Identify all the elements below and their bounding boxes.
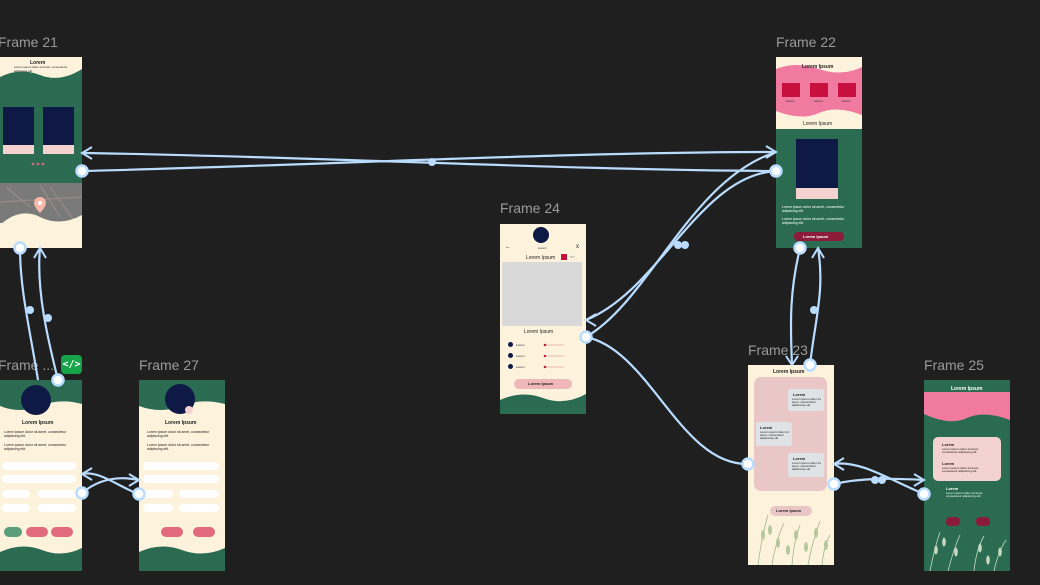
connection-midpoint [871, 476, 879, 484]
arrowhead [80, 146, 93, 160]
connection-midpoint [878, 476, 886, 484]
frame-22-title: Lorem Ipsum [802, 64, 834, 70]
radio-icon [508, 353, 513, 358]
connection-24-23 [585, 335, 749, 466]
frame-label-24[interactable]: Frame 24 [500, 200, 560, 216]
back-arrow-icon[interactable]: ← [505, 244, 511, 250]
connection-24-22-b [585, 169, 777, 322]
bubble-2-title: Lorem [760, 425, 773, 430]
frame-22-button[interactable]: Lorem Ipsum [803, 234, 829, 239]
frame-x-body-2: Lorem ipsum dolor sit amet, consectetur … [4, 443, 67, 451]
frame-25-title: Lorem Ipsum [951, 386, 983, 392]
connection-midpoint [428, 158, 436, 166]
frame-x[interactable]: Lorem Ipsum Lorem ipsum dolor sit amet, … [0, 380, 82, 571]
frame-23-title: Lorem Ipsum [773, 369, 805, 375]
radio-option-1[interactable]: Lorem [508, 342, 525, 347]
frame-24-avatar-caption: Lorem [538, 246, 547, 250]
bubble-3-title: Lorem [793, 456, 806, 461]
arrowhead [832, 457, 845, 471]
frame-label-22[interactable]: Frame 22 [776, 34, 836, 50]
radio-option-3[interactable]: Lorem [508, 364, 525, 369]
arrowhead [913, 473, 926, 487]
radio-icon [508, 364, 513, 369]
frame-22-body-2: Lorem ipsum dolor sit amet, consectetur … [782, 217, 845, 225]
frame-22-background [776, 57, 862, 248]
frame-x-title: Lorem Ipsum [22, 420, 54, 426]
radio-icon [508, 342, 513, 347]
bubble-1-text: Lorem ipsum dolor sit amet, consectetur … [792, 397, 821, 408]
frame-23-background [748, 365, 834, 565]
frame-21-background [0, 57, 82, 248]
frame-27-background [139, 380, 225, 571]
code-icon[interactable]: </> [61, 355, 82, 374]
radio-label: Lorem [516, 342, 525, 347]
frame-24-background [500, 224, 586, 414]
frame-21-body: Lorem ipsum dolor sit amet, consectetur … [14, 65, 68, 73]
connection-21-22-a [81, 150, 777, 173]
share-icon[interactable]: <> [570, 254, 575, 259]
arrowhead [33, 246, 47, 259]
frame-27-title: Lorem Ipsum [165, 420, 197, 426]
radio-option-2[interactable]: Lorem [508, 353, 525, 358]
frame-23-button[interactable]: Lorem Ipsum [776, 508, 802, 513]
connection-midpoint [810, 306, 818, 314]
frame-x-body-1: Lorem ipsum dolor sit amet, consectetur … [4, 430, 67, 438]
frame-24-title: Lorem Ipsum [526, 255, 556, 261]
frame-27-body-1: Lorem ipsum dolor sit amet, consectetur … [147, 430, 210, 438]
close-icon[interactable]: x [576, 244, 579, 250]
frame-22-card-label-1: Lorem [786, 99, 795, 103]
frame-22[interactable]: Lorem Ipsum Lorem Lorem Lorem Lorem Ipsu… [776, 57, 862, 248]
frame-24-subtitle: Lorem Ipsum [524, 329, 554, 335]
frame-22-body-1: Lorem ipsum dolor sit amet, consectetur … [782, 205, 845, 213]
arrowhead [765, 145, 778, 159]
connection-23-25-b [833, 462, 925, 496]
arrowhead [584, 313, 597, 327]
frame-25-background [924, 380, 1010, 571]
frame-x-background [0, 380, 82, 571]
frame-22-card-label-2: Lorem [814, 99, 823, 103]
frame-label-x[interactable]: Frame ... [0, 357, 55, 373]
frame-25-card-text: Lorem ipsum dolor sit amet, consectetur … [942, 447, 980, 455]
frame-21-title: Lorem [30, 60, 46, 66]
arrowhead [80, 467, 93, 481]
arrowhead [128, 473, 141, 487]
connection-22-23-b [808, 247, 822, 366]
bubble-2-text: Lorem ipsum dolor sit amet, consectetur … [760, 430, 789, 441]
frame-22-section: Lorem Ipsum [803, 121, 833, 127]
connection-midpoint [44, 314, 52, 322]
connection-midpoint [674, 241, 682, 249]
frame-25-sub-title: Lorem [946, 486, 959, 491]
frame-22-card-label-3: Lorem [842, 99, 851, 103]
arrowhead [811, 246, 825, 259]
frame-21[interactable]: Lorem Lorem ipsum dolor sit amet, consec… [0, 57, 82, 248]
radio-label: Lorem [516, 353, 525, 358]
connection-midpoint [26, 306, 34, 314]
frame-25[interactable]: Lorem Ipsum Lorem Lorem ipsum dolor sit … [924, 380, 1010, 571]
connection-21-22-b [81, 151, 777, 173]
connection-x-27-a [81, 477, 140, 494]
frame-25-sub-text: Lorem ipsum dolor sit amet, consectetur … [946, 491, 984, 499]
frame-27-body-2: Lorem ipsum dolor sit amet, consectetur … [147, 443, 210, 451]
connection-midpoint [681, 241, 689, 249]
connection-x-27-b [81, 472, 140, 496]
frame-23[interactable]: Lorem Ipsum Lorem Lorem ipsum dolor sit … [748, 365, 834, 565]
bubble-3-text: Lorem ipsum dolor sit amet, consectetur … [792, 461, 821, 472]
connection-24-22-a [585, 150, 777, 338]
frame-24[interactable]: ← x Lorem Lorem Ipsum <> Lorem Ipsum Lor… [500, 224, 586, 414]
frame-27[interactable]: Lorem Ipsum Lorem ipsum dolor sit amet, … [139, 380, 225, 571]
frame-label-27[interactable]: Frame 27 [139, 357, 199, 373]
frame-label-25[interactable]: Frame 25 [924, 357, 984, 373]
frame-label-21[interactable]: Frame 21 [0, 34, 58, 50]
bubble-1-title: Lorem [793, 392, 806, 397]
frame-label-23[interactable]: Frame 23 [748, 342, 808, 358]
frame-25-card2-title: Lorem [942, 461, 955, 466]
frame-25-card2-text: Lorem ipsum dolor sit amet, consectetur … [942, 466, 980, 474]
map-pin-icon [34, 139, 35, 140]
frame-24-button[interactable]: Lorem Ipsum [528, 381, 554, 386]
frame-25-card-title: Lorem [942, 442, 955, 447]
connection-23-25-a [833, 477, 925, 486]
radio-label: Lorem [516, 364, 525, 369]
